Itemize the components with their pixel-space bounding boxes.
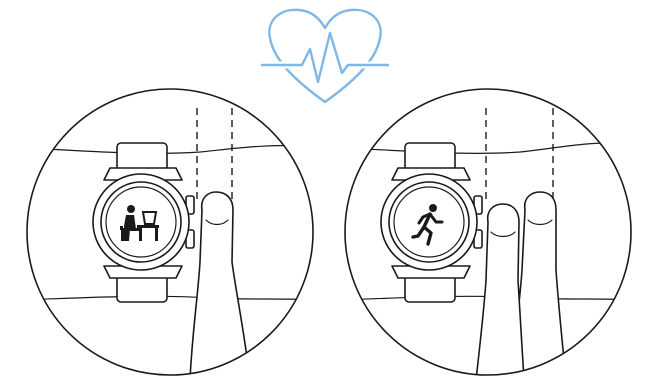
right-panel-illustration [340,89,640,377]
heart-rate-icon [258,10,392,102]
left-panel-illustration [20,89,320,377]
